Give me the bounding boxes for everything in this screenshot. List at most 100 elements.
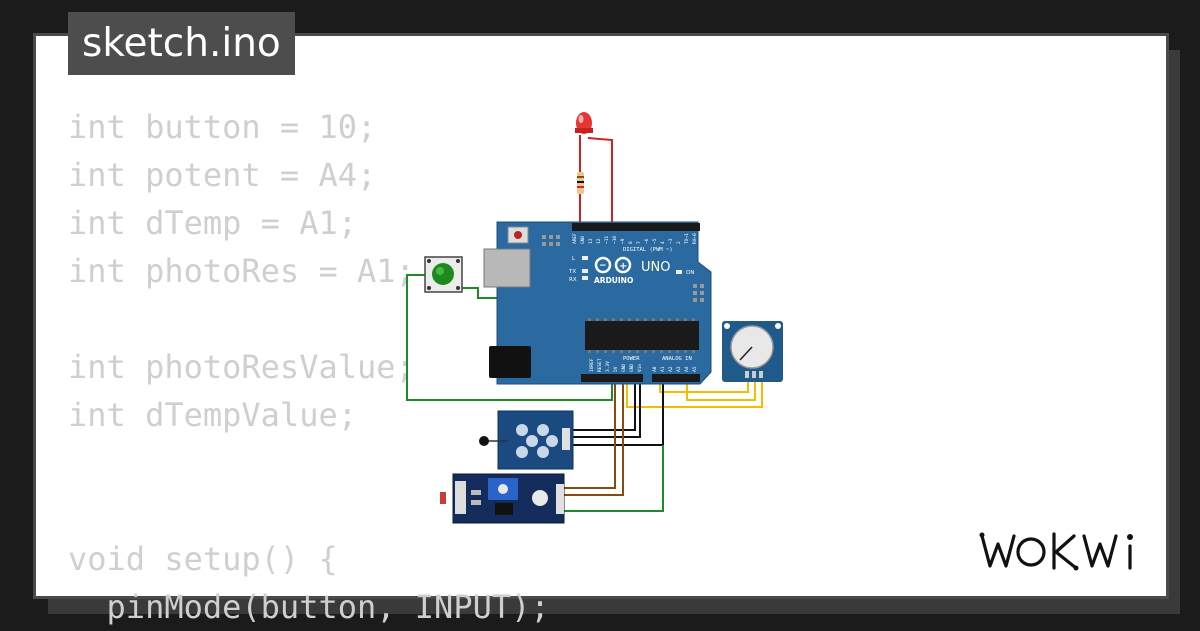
on-led-label: ON (686, 270, 694, 276)
chip-pin (692, 350, 695, 353)
pin-label: A3 (676, 366, 682, 372)
chip-pin (668, 350, 671, 353)
chip-pin (636, 350, 639, 353)
digital-pwm-label: DIGITAL (PWM ~) (623, 247, 673, 253)
chip-pin (652, 318, 655, 321)
pin-label: ~3 (668, 238, 674, 244)
analog-in-label: ANALOG IN (662, 356, 692, 362)
pin-label: 3.3V (605, 361, 611, 372)
pin-label: TX→1 (684, 233, 690, 244)
chip-pin (596, 318, 599, 321)
chip-pin (684, 318, 687, 321)
pin-label: ~10 (612, 236, 618, 244)
wire-photo-3 (563, 445, 664, 512)
power-header (581, 374, 643, 382)
wire-led-anode (587, 137, 613, 232)
temperature-sensor (479, 410, 574, 470)
pin-label: A0 (652, 366, 658, 372)
chip-pin (668, 318, 671, 321)
pin-label: 2 (676, 241, 682, 244)
chip-pin (628, 318, 631, 321)
chip-pin (596, 350, 599, 353)
chip-pin (628, 350, 631, 353)
chip-pin (636, 318, 639, 321)
pin-label: RESET (597, 358, 603, 372)
pin-label: RX←0 (692, 233, 698, 244)
chip-pin (588, 318, 591, 321)
file-tab[interactable]: sketch.ino (68, 12, 295, 75)
svg-text:+: + (619, 261, 627, 272)
wire-pot-3 (626, 377, 763, 408)
chip-pin (620, 318, 623, 321)
pin-label: 5V (613, 366, 619, 372)
code-line: int potent = A4; (68, 156, 377, 194)
chip-pin (692, 318, 695, 321)
chip-pin (684, 350, 687, 353)
code-line: int dTempValue; (68, 396, 357, 434)
code-line: int dTemp = A1; (68, 204, 357, 242)
wire-photo-2 (563, 383, 624, 496)
pin-label: A2 (668, 366, 674, 372)
chip-pin (620, 350, 623, 353)
chip-pin (612, 318, 615, 321)
chip-pin (660, 318, 663, 321)
digital-header (572, 223, 700, 231)
photoresistor-module (440, 473, 565, 524)
chip-pin (604, 350, 607, 353)
pin-label: 7 (636, 241, 642, 244)
analog-header (652, 374, 700, 382)
code-line: int photoResValue; (68, 348, 415, 386)
wokwi-logo (979, 532, 1133, 571)
pin-label: ~9 (620, 238, 626, 244)
pin-label: A1 (660, 366, 666, 372)
pin-label: 12 (596, 238, 602, 244)
chip-pin (644, 350, 647, 353)
chip-pin (660, 350, 663, 353)
wire-pot-1 (659, 377, 749, 393)
pin-label: AREF (572, 233, 578, 244)
arduino-brand-label: ARDUINO (594, 276, 633, 285)
chip-pin (676, 350, 679, 353)
arduino-logo (594, 256, 632, 274)
pin-label: ~6 (644, 238, 650, 244)
pin-label: IOREF (589, 358, 595, 372)
pin-label: 4 (660, 241, 666, 244)
pin-label: A5 (692, 366, 698, 372)
chip-pin (612, 350, 615, 353)
pin-label: GND (621, 364, 627, 372)
pin-label: ~11 (604, 236, 610, 244)
svg-text:−: − (599, 261, 607, 271)
code-line: int photoRes = A1; (68, 252, 415, 290)
led (575, 112, 593, 134)
pin-label: Vin (637, 364, 643, 372)
chip-pin (604, 318, 607, 321)
code-line: int button = 10; (68, 108, 377, 146)
code-editor: int button = 10; int potent = A4; int dTem… (68, 103, 550, 631)
l-led-label: L (572, 256, 576, 262)
usb-port (483, 248, 531, 288)
pin-label: GND (580, 236, 586, 244)
wire-temp-2 (568, 383, 641, 438)
wire-photo-1 (563, 383, 616, 489)
rx-led-label: RX (569, 277, 577, 283)
resistor (577, 172, 584, 194)
pin-label: ~5 (652, 238, 658, 244)
code-line: void setup() { (68, 540, 338, 578)
pin-label: 13 (588, 238, 594, 244)
pin-label: 8 (628, 241, 634, 244)
power-jack (489, 346, 531, 378)
tx-led-label: TX (568, 269, 576, 275)
chip-pin (676, 318, 679, 321)
chip-pin (644, 318, 647, 321)
chip-pin (652, 350, 655, 353)
wire-button-left (406, 274, 613, 401)
arduino-uno: − + UNO ARDUINO DIGITAL (PWM ~) POWER AN… (483, 221, 712, 385)
arduino-model-label: UNO (641, 260, 670, 275)
potentiometer[interactable] (722, 321, 783, 382)
power-section-label: POWER (623, 356, 640, 362)
push-button[interactable] (424, 256, 463, 293)
wire-temp-1 (568, 383, 636, 431)
chip-pin (588, 350, 591, 353)
microcontroller-chip (585, 321, 699, 350)
